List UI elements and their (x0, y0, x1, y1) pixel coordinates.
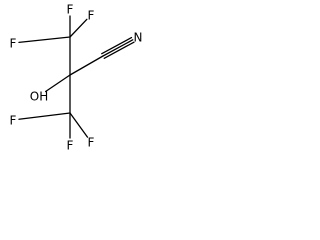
atom-label-f-bottom-left: F (10, 114, 17, 128)
bond-c_nitrile-n_nitrile-line-2 (102, 39, 134, 57)
bond-c_bottom-f_bottom_right (69, 112, 89, 138)
atom-label-f-top-up: F (67, 3, 74, 17)
atom-label-f-bottom-down: F (67, 139, 74, 153)
bond-c_top-f_top_right (69, 18, 88, 38)
atom-label-o-hydroxyl: OH (30, 90, 48, 104)
bond-c_center-o_hydroxyl (44, 74, 71, 93)
atom-label-f-top-right: F (88, 9, 95, 23)
atom-label-f-bottom-right: F (88, 136, 95, 150)
bond-c_center-c_nitrile (69, 55, 104, 76)
bonds (18, 15, 135, 139)
atom-label-n-nitrile: N (134, 31, 143, 45)
atom-label-f-top-left: F (10, 37, 17, 51)
bond-c_nitrile-n_nitrile-line-1 (101, 36, 133, 55)
bond-c_bottom-f_bottom_left (18, 112, 71, 120)
bond-c_nitrile-n_nitrile-line-3 (103, 41, 135, 59)
bond-c_top-f_top_left (18, 36, 71, 44)
